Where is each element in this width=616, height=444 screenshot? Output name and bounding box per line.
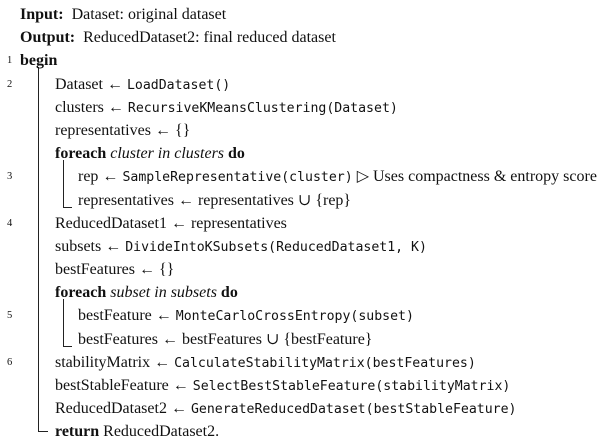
begin-block-rule — [38, 67, 48, 432]
keyword: foreach — [55, 284, 111, 302]
foreach-block-rule-2 — [63, 299, 72, 347]
algorithm-line: foreach subset in subsets do — [0, 281, 616, 304]
line-content: representatives ← representatives ∪ {rep… — [0, 189, 616, 212]
line-content: return ReducedDataset2. — [0, 420, 616, 443]
line-number: 2 — [7, 78, 13, 90]
line-content: representatives ← {} — [0, 119, 616, 142]
line-content: ReducedDataset1 ← representatives — [0, 212, 616, 235]
statement-text: representatives ← {} — [55, 121, 191, 139]
code-function: SelectBestStableFeature(stabilityMatrix) — [192, 379, 511, 394]
line-number: 1 — [7, 55, 13, 67]
code-function: RecursiveKMeansClustering(Dataset) — [127, 100, 398, 116]
algorithm-line: bestStableFeature ← SelectBestStableFeat… — [0, 374, 616, 397]
line-content: foreach cluster in clusters do — [0, 142, 616, 165]
statement-text: ▷ Uses compactness & entropy score — [352, 168, 597, 186]
keyword: return — [55, 423, 104, 441]
line-content: Input: Dataset: original dataset — [0, 3, 616, 26]
code-function: CalculateStabilityMatrix(bestFeatures) — [174, 355, 476, 371]
algorithm-line: foreach cluster in clusters do — [0, 142, 616, 165]
code-function: SampleRepresentative(cluster) — [122, 170, 353, 186]
line-content: ReducedDataset2 ← GenerateReducedDataset… — [0, 397, 616, 421]
line-content: stabilityMatrix ← CalculateStabilityMatr… — [0, 351, 616, 375]
statement-text: bestFeature ← — [78, 307, 176, 325]
loop-variable: subset in subsets — [110, 284, 221, 302]
line-content: clusters ← RecursiveKMeansClustering(Dat… — [0, 96, 616, 120]
code-function: LoadDataset() — [126, 77, 231, 93]
line-content: foreach subset in subsets do — [0, 281, 616, 304]
line-number: 4 — [7, 217, 13, 229]
statement-text: stabilityMatrix ← — [55, 353, 175, 371]
statement-text: ReducedDataset2: final reduced dataset — [75, 29, 336, 47]
algorithm-line: representatives ← {} — [0, 119, 616, 142]
statement-text: Dataset: original dataset — [63, 6, 227, 23]
foreach-block-rule-1 — [63, 160, 72, 208]
line-content: bestFeature ← MonteCarloCrossEntropy(sub… — [0, 304, 616, 328]
algorithm-line: bestFeatures ← bestFeatures ∪ {bestFeatu… — [0, 328, 616, 351]
line-content: bestFeatures ← bestFeatures ∪ {bestFeatu… — [0, 328, 616, 351]
statement-text: clusters ← — [55, 98, 128, 116]
keyword: do — [228, 145, 245, 163]
statement-text: bestFeatures ← {} — [55, 261, 175, 279]
algorithm-line: Output: ReducedDataset2: final reduced d… — [0, 26, 616, 49]
line-content: subsets ← DivideIntoKSubsets(ReducedData… — [0, 235, 616, 259]
algorithm-line: representatives ← representatives ∪ {rep… — [0, 189, 616, 212]
statement-text: ReducedDataset1 ← representatives — [55, 214, 287, 232]
algorithm-line: clusters ← RecursiveKMeansClustering(Dat… — [0, 96, 616, 119]
statement-text: rep ← — [78, 168, 123, 186]
keyword: Input: — [20, 6, 64, 23]
statement-text: subsets ← — [55, 237, 126, 255]
line-content: bestStableFeature ← SelectBestStableFeat… — [0, 374, 616, 398]
algorithm-line: 4 ReducedDataset1 ← representatives — [0, 212, 616, 235]
loop-variable: cluster in clusters — [110, 145, 229, 163]
statement-text: ReducedDataset2 ← — [55, 400, 191, 418]
statement-text: bestStableFeature ← — [55, 377, 193, 394]
line-content: Output: ReducedDataset2: final reduced d… — [0, 26, 616, 49]
line-content: rep ← SampleRepresentative(cluster) ▷ Us… — [0, 165, 616, 189]
statement-text: ReducedDataset2. — [103, 423, 220, 441]
code-function: DivideIntoKSubsets(ReducedDataset1, K) — [125, 239, 427, 255]
code-function: MonteCarloCrossEntropy(subset) — [175, 309, 414, 325]
algorithm-line: subsets ← DivideIntoKSubsets(ReducedData… — [0, 235, 616, 258]
algorithm-line: ReducedDataset2 ← GenerateReducedDataset… — [0, 397, 616, 420]
statement-text: bestFeatures ← bestFeatures ∪ {bestFeatu… — [78, 330, 373, 348]
line-number: 5 — [7, 310, 13, 322]
keyword: begin — [20, 52, 58, 70]
line-content: bestFeatures ← {} — [0, 258, 616, 281]
algorithm-line: Input: Dataset: original dataset — [0, 3, 616, 26]
line-number: 6 — [7, 356, 13, 368]
line-number: 3 — [7, 171, 13, 183]
algorithm-line: return ReducedDataset2. — [0, 420, 616, 443]
keyword: Output: — [20, 29, 76, 47]
statement-text: representatives ← representatives ∪ {rep… — [78, 191, 352, 209]
statement-text: Dataset ← — [55, 75, 127, 93]
keyword: foreach — [55, 145, 111, 163]
line-content: Dataset ← LoadDataset() — [0, 73, 616, 97]
algorithm-line: bestFeatures ← {} — [0, 258, 616, 281]
algorithm-line: 1 begin — [0, 49, 616, 72]
code-function: GenerateReducedDataset(bestStableFeature… — [190, 402, 517, 418]
line-content: begin — [0, 49, 616, 72]
keyword: do — [220, 284, 238, 302]
